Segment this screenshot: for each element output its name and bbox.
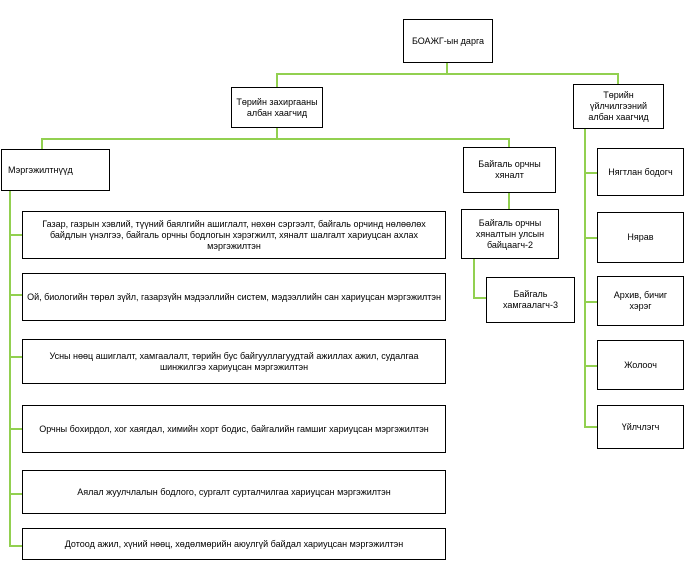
- spec-item-3: Усны нөөц ашиглалт, хамгаалалт, төрийн б…: [22, 339, 446, 384]
- spec-item-5: Аялал жуулчлалын бодлого, сургалт суртал…: [22, 470, 446, 514]
- spec-item-4-label: Орчны бохирдол, хог хаягдал, химийн хорт…: [39, 423, 429, 434]
- connector-service-up: [617, 73, 619, 85]
- node-service: Төрийн үйлчилгээний албан хаагчид: [573, 84, 664, 129]
- connector-admin-down: [276, 127, 278, 139]
- node-inspection-label: Байгаль орчны хяналт: [478, 159, 541, 180]
- connector-spec-branch-5: [9, 493, 23, 495]
- node-ranger-label: Байгаль хамгаалагч-3: [503, 289, 558, 310]
- connector-spec-branch-2: [9, 294, 23, 296]
- connector-spec-branch-3: [9, 356, 23, 358]
- connector-service-branch-4: [584, 365, 598, 367]
- node-admin-label: Төрийн захиргааны албан хаагчид: [236, 96, 318, 118]
- node-inspector: Байгаль орчны хяналтын улсын байцаагч-2: [461, 209, 559, 259]
- spec-item-6-label: Дотоод ажил, хүний нөөц, хөдөлмөрийн аюу…: [64, 538, 404, 549]
- service-item-1: Нягтлан бодогч: [597, 148, 684, 196]
- node-inspector-label: Байгаль орчны хяналтын улсын байцаагч-2: [475, 217, 545, 250]
- node-head: БОАЖГ-ын дарга: [403, 19, 493, 63]
- connector-specialties-trunk: [9, 190, 11, 547]
- connector-top-horizontal: [276, 73, 619, 75]
- node-ranger: Байгаль хамгаалагч-3: [486, 277, 575, 323]
- connector-service-trunk: [584, 128, 586, 427]
- node-specialties: Мэргэжилтнүүд: [1, 149, 110, 191]
- node-inspection: Байгаль орчны хяналт: [463, 147, 556, 193]
- service-item-1-label: Нягтлан бодогч: [608, 166, 673, 177]
- connector-service-branch-1: [584, 172, 598, 174]
- node-head-label: БОАЖГ-ын дарга: [411, 35, 485, 46]
- spec-item-3-label: Усны нөөц ашиглалт, хамгаалалт, төрийн б…: [49, 350, 419, 372]
- service-item-5: Үйлчлэгч: [597, 405, 684, 449]
- connector-inspection-down: [508, 192, 510, 210]
- spec-item-1-label: Газар, газрын хэвлий, түүний баялгийн аш…: [42, 218, 426, 251]
- connector-specialties-up: [41, 138, 43, 150]
- spec-item-2: Ой, биологийн төрөл зүйл, газарзүйн мэдэ…: [22, 273, 446, 321]
- service-item-2-label: Нярав: [627, 232, 654, 242]
- connector-head-down: [446, 62, 448, 74]
- connector-inspector-down: [473, 258, 475, 298]
- service-item-3-label: Архив, бичиг хэрэг: [613, 290, 668, 311]
- service-item-3: Архив, бичиг хэрэг: [597, 276, 684, 326]
- spec-item-5-label: Аялал жуулчлалын бодлого, сургалт суртал…: [77, 486, 391, 497]
- connector-service-branch-5: [584, 426, 598, 428]
- connector-service-branch-3: [584, 301, 598, 303]
- service-item-4-label: Жолооч: [624, 359, 657, 370]
- spec-item-1: Газар, газрын хэвлий, түүний баялгийн аш…: [22, 211, 446, 259]
- node-service-label: Төрийн үйлчилгээний албан хаагчид: [588, 90, 649, 122]
- connector-spec-branch-6: [9, 545, 23, 547]
- connector-admin-up: [276, 73, 278, 88]
- spec-item-4: Орчны бохирдол, хог хаягдал, химийн хорт…: [22, 405, 446, 453]
- connector-service-branch-2: [584, 237, 598, 239]
- service-item-2: Нярав: [597, 212, 684, 263]
- service-item-4: Жолооч: [597, 340, 684, 390]
- connector-spec-branch-4: [9, 428, 23, 430]
- spec-item-2-label: Ой, биологийн төрөл зүйл, газарзүйн мэдэ…: [27, 291, 441, 302]
- connector-inspection-up: [508, 138, 510, 148]
- connector-ranger-branch: [473, 297, 487, 299]
- node-specialties-label: Мэргэжилтнүүд: [8, 164, 73, 175]
- spec-item-6: Дотоод ажил, хүний нөөц, хөдөлмөрийн аюу…: [22, 528, 446, 560]
- connector-spec-branch-1: [9, 234, 23, 236]
- service-item-5-label: Үйлчлэгч: [621, 421, 660, 432]
- node-admin: Төрийн захиргааны албан хаагчид: [231, 87, 323, 128]
- connector-mid-horizontal: [41, 138, 510, 140]
